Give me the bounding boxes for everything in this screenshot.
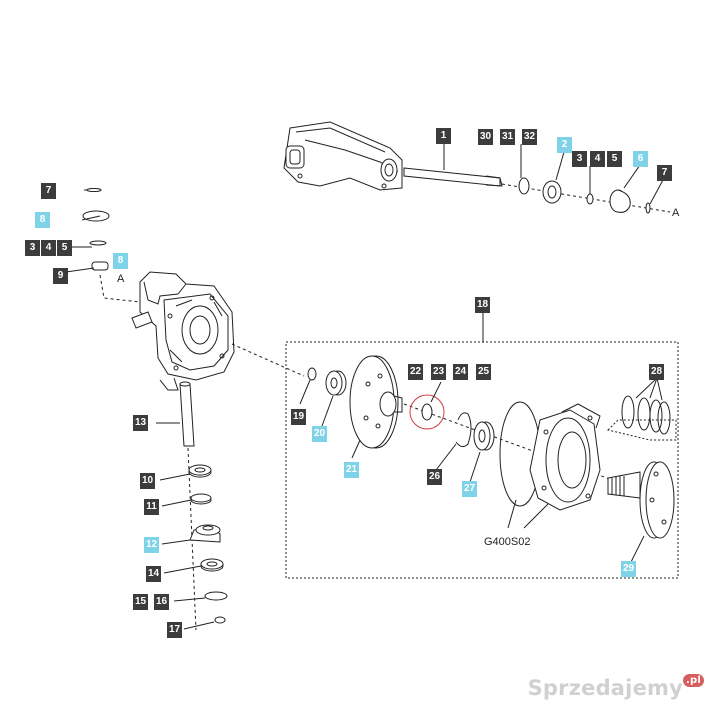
callout-26: 26 [427, 469, 442, 485]
gear-12 [189, 524, 221, 543]
ref-a-left: A [117, 273, 125, 285]
callout-17: 17 [167, 622, 182, 638]
disc-21 [349, 355, 403, 449]
cap-top [609, 189, 631, 213]
callout-8-lower: 8 [113, 253, 128, 269]
vertical-shaft [179, 381, 195, 447]
callout-7-left: 7 [41, 183, 56, 199]
bearing-20 [325, 370, 347, 396]
ref-a-top: A [672, 207, 680, 219]
kit-box [285, 341, 679, 579]
bearing-27 [473, 421, 495, 451]
callout-32: 32 [522, 129, 537, 145]
highlight-circle [409, 394, 445, 430]
callout-3-top: 3 [572, 151, 587, 167]
callout-19: 19 [291, 409, 306, 425]
seal-ring-top [518, 177, 530, 195]
cap-left [82, 210, 110, 222]
callout-9: 9 [53, 268, 68, 284]
callout-27: 27 [462, 481, 477, 497]
top-housing [283, 121, 403, 191]
callout-15: 15 [133, 594, 148, 610]
callout-30: 30 [478, 129, 493, 145]
callout-5-top: 5 [607, 151, 622, 167]
callout-31: 31 [500, 129, 515, 145]
callout-5-left: 5 [57, 240, 72, 256]
callout-8-upper: 8 [35, 212, 50, 228]
callout-7-top: 7 [657, 165, 672, 181]
watermark-logo: Sprzedajemy.pl [528, 674, 704, 700]
callout-21: 21 [344, 462, 359, 478]
callout-12: 12 [144, 537, 159, 553]
callout-28: 28 [649, 364, 664, 380]
callout-2: 2 [557, 137, 572, 153]
callout-14: 14 [146, 566, 161, 582]
bearing-top [542, 180, 562, 204]
gearbox-housing [131, 271, 235, 391]
callout-6: 6 [633, 151, 648, 167]
rings-28 [621, 395, 671, 435]
seal-ring-23 [421, 403, 433, 421]
callout-11: 11 [144, 499, 159, 515]
callout-29: 29 [621, 561, 636, 577]
callout-22: 22 [408, 364, 423, 380]
flange-housing [529, 403, 601, 511]
callout-4-top: 4 [590, 151, 605, 167]
callout-4-left: 4 [41, 240, 56, 256]
callout-25: 25 [476, 364, 491, 380]
callout-1: 1 [436, 128, 451, 144]
kit-code-label: G400S02 [484, 536, 531, 548]
callout-10: 10 [140, 473, 155, 489]
callout-16: 16 [154, 594, 169, 610]
output-shaft-29 [607, 461, 675, 539]
callout-18: 18 [475, 297, 490, 313]
callout-23: 23 [431, 364, 446, 380]
callout-3-left: 3 [25, 240, 40, 256]
bearing-10 [188, 464, 212, 478]
callout-20: 20 [312, 426, 327, 442]
callout-24: 24 [453, 364, 468, 380]
callout-13: 13 [133, 415, 148, 431]
top-shaft [403, 167, 503, 187]
bearing-14 [200, 558, 224, 572]
